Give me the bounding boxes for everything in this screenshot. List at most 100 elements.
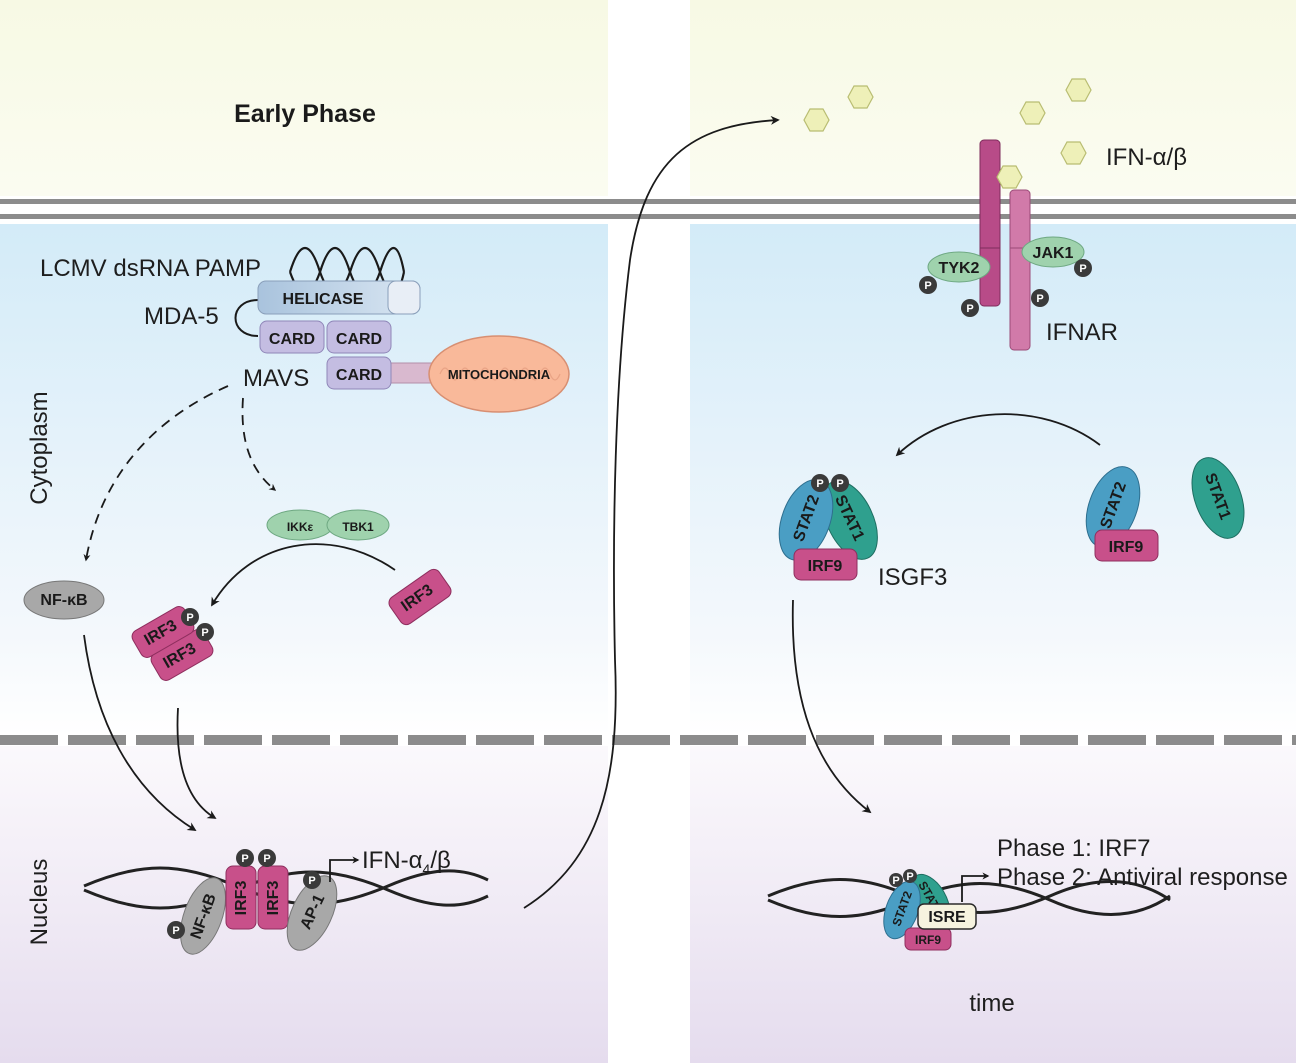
arrow-nfkb-to-nucleus <box>83 634 197 831</box>
helicase-label: HELICASE <box>283 291 364 308</box>
phase1-label: Phase 1: IRF7 <box>997 835 1150 862</box>
mavs-linker <box>389 362 436 384</box>
phospho-label: P <box>1036 293 1043 305</box>
phospho-label: P <box>1079 263 1086 275</box>
tyk2-label: TYK2 <box>939 260 980 277</box>
nucleus-region-right <box>690 746 1296 1063</box>
phospho-label: P <box>906 871 913 883</box>
tbk1-label: TBK1 <box>342 520 374 534</box>
ifnar1-subunit <box>979 139 1001 307</box>
mavs-card-label: CARD <box>336 367 382 384</box>
isgf3-irf9-label: IRF9 <box>808 558 843 575</box>
phase2-label: Phase 2: Antiviral response <box>997 864 1288 891</box>
ikke-label: IKKε <box>287 520 314 534</box>
transcription-start-arrow <box>329 856 360 882</box>
irf9-free-protein <box>1094 529 1159 562</box>
ifn-hexagon-icon <box>803 108 830 132</box>
mavs-card-domain <box>326 356 392 390</box>
phospho-icon <box>167 921 185 939</box>
mitochondria-icon <box>428 335 570 413</box>
ifnar2-subunit <box>1009 189 1031 351</box>
isre-transcription-arrow <box>961 872 990 902</box>
arrow-irf3-phosphorylation <box>211 543 396 607</box>
isre-label: ISRE <box>928 909 966 926</box>
card-1-label: CARD <box>269 331 315 348</box>
phospho-icon <box>961 299 979 317</box>
nfkb-label: NF-κB <box>40 592 87 609</box>
card-domain-2 <box>326 320 392 354</box>
phospho-icon <box>903 869 917 883</box>
promoter-ifn-label: IFN-α4/β <box>362 847 451 877</box>
arrow-isgf3-to-nucleus <box>791 599 872 814</box>
pamp-label: LCMV dsRNA PAMP <box>40 255 261 282</box>
stat1-free-protein <box>1191 457 1245 539</box>
phospho-icon <box>811 474 829 492</box>
nucleus-label: Nucleus <box>26 859 53 946</box>
nfkb-protein <box>23 580 105 620</box>
isre-irf9-label: IRF9 <box>915 933 941 947</box>
extracellular-region-left <box>0 0 608 196</box>
irf3-nuclear-2-label: IRF3 <box>265 881 282 916</box>
phospho-label: P <box>172 925 179 937</box>
phospho-icon <box>1074 259 1092 277</box>
time-label: time <box>969 990 1014 1017</box>
ifnar-label: IFNAR <box>1046 319 1118 346</box>
mitochondria-label: MITOCHONDRIA <box>448 367 551 382</box>
phospho-label: P <box>201 627 208 639</box>
arrow-mavs-to-ikk <box>241 397 277 491</box>
phospho-label: P <box>924 280 931 292</box>
ifn-hexagon-icon <box>1060 141 1087 165</box>
phospho-icon <box>258 849 276 867</box>
irf3-nuclear-1-label: IRF3 <box>233 881 250 916</box>
arrow-ifn-secretion <box>523 115 780 909</box>
mda5-label: MDA-5 <box>144 303 219 330</box>
phospho-label: P <box>836 478 843 490</box>
phospho-label: P <box>186 612 193 624</box>
arrow-irf3-to-nucleus <box>176 707 217 819</box>
jak1-label: JAK1 <box>1033 245 1074 262</box>
phospho-icon <box>196 623 214 641</box>
phospho-label: P <box>816 478 823 490</box>
phospho-label: P <box>241 853 248 865</box>
jak1-protein <box>1021 236 1085 268</box>
ap1-protein <box>286 875 338 951</box>
mda5-linker <box>234 299 259 337</box>
phospho-icon <box>919 276 937 294</box>
phospho-icon <box>181 608 199 626</box>
phospho-label: P <box>308 875 315 887</box>
mavs-label: MAVS <box>243 365 309 392</box>
title: Early Phase <box>234 100 376 128</box>
card-domain-1 <box>259 320 325 354</box>
phospho-icon <box>303 871 321 889</box>
ifn-label: IFN-α/β <box>1106 144 1187 171</box>
cytoplasm-label: Cytoplasm <box>26 391 53 504</box>
phospho-icon <box>1031 289 1049 307</box>
card-2-label: CARD <box>336 331 382 348</box>
irf3-monomer <box>388 568 452 626</box>
irf9-free-label: IRF9 <box>1109 539 1144 556</box>
ifn-hexagon-icon <box>1019 101 1046 125</box>
plasma-membrane <box>0 199 1296 219</box>
isre-element <box>917 903 977 930</box>
tbk1-protein <box>326 509 390 541</box>
irf3-nuclear-2 <box>257 865 289 930</box>
helicase-tail <box>387 280 421 315</box>
ifn-hexagon-icon <box>1065 78 1092 102</box>
arrow-isgf3-assembly <box>895 413 1101 457</box>
phospho-icon <box>889 873 903 887</box>
phospho-icon <box>831 474 849 492</box>
phospho-label: P <box>263 853 270 865</box>
ifn-molecules <box>803 78 1092 165</box>
phospho-label: P <box>892 875 899 887</box>
nfkb-nuclear-protein <box>180 877 226 955</box>
isgf3-label: ISGF3 <box>878 564 947 591</box>
phospho-icon <box>236 849 254 867</box>
tyk2-protein <box>927 251 991 283</box>
phospho-label: P <box>966 303 973 315</box>
arrow-mavs-to-nfkb <box>83 385 229 562</box>
isgf3-irf9 <box>793 548 858 581</box>
ifn-hexagon-icon <box>847 85 874 109</box>
ifn-bound-icon <box>996 165 1023 189</box>
